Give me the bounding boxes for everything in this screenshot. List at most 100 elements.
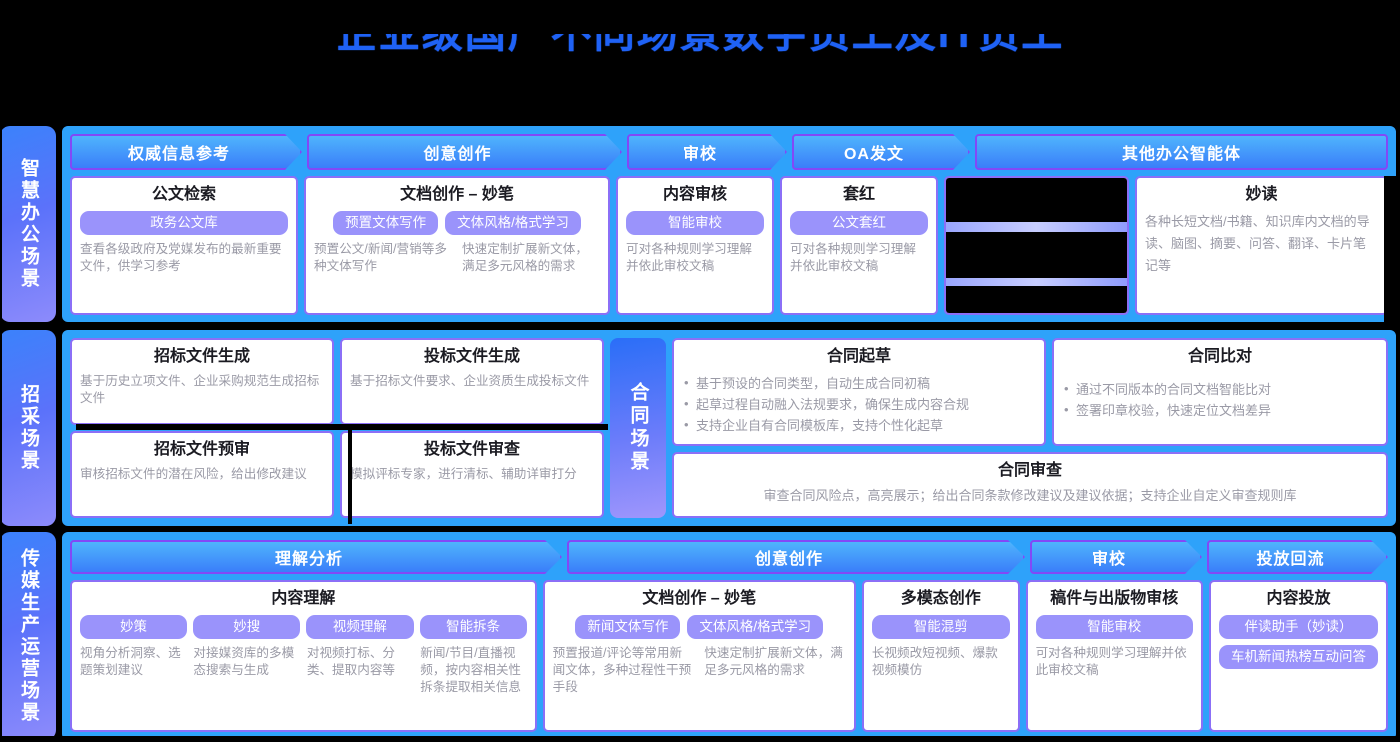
pill-preset-style-writing[interactable]: 预置文体写作 (333, 211, 439, 235)
card-pill-row: 新闻文体写作 文体风格/格式学习 (553, 615, 846, 639)
redaction-right-edge-office (1384, 176, 1396, 322)
sidebar-item-media[interactable]: 传媒生产运营场景 (0, 532, 56, 740)
card-contract-comparison[interactable]: 合同比对 通过不同版本的合同文档智能比对 签署印章校验，快速定位文档差异 (1051, 338, 1388, 446)
card-media-doc-creation-miaobi[interactable]: 文档创作 – 妙笔 新闻文体写作 文体风格/格式学习 预置报道/评论等常用新闻文… (542, 580, 856, 732)
redaction-gap-3 (56, 532, 62, 740)
card-title: 招标文件预审 (153, 441, 250, 458)
card-miaodu[interactable]: 妙读 各种长短文档/书籍、知识库内文档的导读、脑图、摘要、问答、翻译、卡片笔记等 (1135, 176, 1388, 315)
contract-card-group: 合同起草 基于预设的合同类型，自动生成合同初稿 起草过程自动融入法规要求，确保生… (672, 338, 1388, 518)
tab-distribution-feedback[interactable]: 投放回流 (1207, 540, 1388, 574)
redaction-bar-between-2-3 (0, 526, 1400, 532)
card-contract-review[interactable]: 合同审查 审查合同风险点，高亮展示；给出合同条款修改建议及建议依据；支持企业自定… (672, 452, 1388, 518)
card-title: 文档创作 – 妙笔 (400, 186, 514, 203)
card-description-columns: 预置公文/新闻/营销等多种文体写作 快速定制扩展新文体，满足多元风格的需求 (314, 241, 600, 275)
pill-smart-clipping[interactable]: 智能拆条 (419, 615, 527, 639)
subtitle-redaction-bottom (360, 76, 1040, 85)
redaction-divider-bidding (348, 428, 352, 524)
card-red-header-template[interactable]: 套红 公文套红 可对各种规则学习理解并依此审校文稿 (780, 176, 938, 315)
card-pill-row: 智能审校 (626, 211, 764, 235)
tab-label: 理解分析 (274, 551, 343, 568)
card-description: 审核招标文件的潜在风险，给出修改建议 (80, 467, 307, 481)
pill-video-understanding[interactable]: 视频理解 (306, 615, 414, 639)
card-title: 招标文件生成 (153, 348, 250, 365)
card-description: 视角分析洞察、选题策划建议 (80, 646, 181, 677)
pill-news-style-writing[interactable]: 新闻文体写作 (575, 615, 681, 639)
tab-label: 创意创作 (754, 551, 823, 568)
pill-smart-mixed-editing[interactable]: 智能混剪 (871, 615, 1010, 639)
sidebar-item-bidding[interactable]: 招采场景 (0, 330, 56, 526)
card-title: 套红 (842, 186, 875, 203)
tab-authoritative-info[interactable]: 权威信息参考 (70, 134, 302, 170)
card-description: 对视频打标、分类、提取内容等 (306, 646, 395, 677)
card-contract-drafting[interactable]: 合同起草 基于预设的合同类型，自动生成合同初稿 起草过程自动融入法规要求，确保生… (672, 338, 1046, 446)
card-pill-row: 智能混剪 (871, 615, 1010, 639)
tab-proofreading[interactable]: 审校 (627, 134, 787, 170)
tab-label: 其他办公智能体 (1121, 146, 1241, 163)
pill-miaosou[interactable]: 妙搜 (193, 615, 301, 639)
card-pill-row: 妙策 妙搜 视频理解 智能拆条 (79, 615, 527, 639)
redaction-streak (946, 278, 1127, 286)
section-office: 权威信息参考 创意创作 审校 OA发文 其他办公智能体 公文检索 政务公文库 (62, 126, 1396, 322)
redaction-divider-bidding-horizontal (76, 424, 608, 430)
pill-style-format-learning[interactable]: 文体风格/格式学习 (445, 211, 581, 235)
card-tender-doc-pre-review[interactable]: 招标文件预审 审核招标文件的潜在风险，给出修改建议 (70, 431, 334, 518)
card-description: 长视频改短视频、爆款视频模仿 (871, 646, 998, 677)
card-description: 对接媒资库的多模态搜索与生成 (193, 646, 295, 677)
card-title: 妙读 (1245, 186, 1278, 203)
section-bidding: 招标文件生成 基于历史立项文件、企业采购规范生成招标文件 投标文件生成 基于招标… (62, 330, 1396, 526)
card-bid-doc-examination[interactable]: 投标文件审查 模拟评标专家，进行清标、辅助详审打分 (340, 431, 604, 518)
tab-oa-dispatch[interactable]: OA发文 (792, 134, 970, 170)
pill-smart-proofreading[interactable]: 智能审校 (626, 211, 764, 235)
card-redacted[interactable] (944, 176, 1129, 315)
card-title: 投标文件审查 (423, 441, 520, 458)
tab-label: 投放回流 (1256, 551, 1325, 568)
pill-reading-assistant-miaodu[interactable]: 伴读助手（妙读） (1219, 615, 1378, 639)
redaction-bar-top (0, 0, 1400, 18)
card-content-review[interactable]: 内容审核 智能审校 可对各种规则学习理解并依此审校文稿 (616, 176, 774, 315)
card-bid-doc-generation[interactable]: 投标文件生成 基于招标文件要求、企业资质生成投标文件 (340, 338, 604, 425)
tab-creative-creation[interactable]: 创意创作 (567, 540, 1025, 574)
pill-smart-proofreading[interactable]: 智能审校 (1035, 615, 1193, 639)
bullet-item: 签署印章校验，快速定位文档差异 (1062, 399, 1378, 421)
card-description-columns: 预置报道/评论等常用新闻文体，多种过程性干预手段 快速定制扩展新文体，满足多元风… (553, 645, 846, 696)
card-manuscript-publication-review[interactable]: 稿件与出版物审核 智能审校 可对各种规则学习理解并依此审校文稿 (1025, 580, 1203, 732)
card-content-understanding[interactable]: 内容理解 妙策 妙搜 视频理解 智能拆条 视角分析洞察、选题策划建议 对接媒资库… (70, 580, 537, 732)
office-tab-bar: 权威信息参考 创意创作 审校 OA发文 其他办公智能体 (70, 134, 1388, 170)
vertical-label-contract-scenario: 合同场景 (610, 338, 666, 518)
pill-car-news-hotlist-qa[interactable]: 车机新闻热榜互动问答 (1219, 645, 1378, 669)
section-media: 理解分析 创意创作 审校 投放回流 内容理解 妙策 妙搜 视频理解 智能拆条 (62, 532, 1396, 740)
card-description: 可对各种规则学习理解并依此审校文稿 (790, 242, 916, 273)
card-tender-doc-generation[interactable]: 招标文件生成 基于历史立项文件、企业采购规范生成招标文件 (70, 338, 334, 425)
card-multimodal-creation[interactable]: 多模态创作 智能混剪 长视频改短视频、爆款视频模仿 (861, 580, 1020, 732)
media-card-row: 内容理解 妙策 妙搜 视频理解 智能拆条 视角分析洞察、选题策划建议 对接媒资库… (70, 580, 1388, 732)
sidebar-item-office[interactable]: 智慧办公场景 (0, 126, 56, 322)
card-description: 新闻/节目/直播视频，按内容相关性拆条提取相关信息 (420, 646, 522, 694)
card-pill-row: 预置文体写作 文体风格/格式学习 (314, 211, 600, 235)
tab-creative-writing[interactable]: 创意创作 (307, 134, 622, 170)
card-pill-row: 公文套红 (790, 211, 928, 235)
card-content-distribution[interactable]: 内容投放 伴读助手（妙读） 车机新闻热榜互动问答 (1209, 580, 1388, 732)
tab-media-proofreading[interactable]: 审校 (1030, 540, 1202, 574)
card-description: 预置公文/新闻/营销等多种文体写作 (314, 242, 447, 273)
redaction-bar-between-1-2 (0, 322, 1400, 330)
pill-official-red-header[interactable]: 公文套红 (790, 211, 928, 235)
pill-government-doc-library[interactable]: 政务公文库 (80, 211, 288, 235)
redaction-bar-left (0, 0, 2, 742)
card-description: 快速定制扩展新文体，满足多元风格的需求 (704, 646, 843, 677)
redaction-gap-1 (56, 126, 62, 322)
pill-miaoce[interactable]: 妙策 (79, 615, 188, 639)
vertical-label-text: 合同场景 (627, 382, 649, 474)
card-title: 合同起草 (826, 348, 891, 365)
tab-other-office-agents[interactable]: 其他办公智能体 (975, 134, 1388, 170)
card-doc-creation-miaobi[interactable]: 文档创作 – 妙笔 预置文体写作 文体风格/格式学习 预置公文/新闻/营销等多种… (304, 176, 610, 315)
card-title: 内容审核 (662, 186, 727, 203)
bullet-item: 支持企业自有合同模板库，支持个性化起草 (682, 414, 1036, 436)
tab-label: 审校 (1091, 551, 1126, 568)
card-title: 合同审查 (997, 462, 1062, 479)
card-document-search[interactable]: 公文检索 政务公文库 查看各级政府及党媒发布的最新重要文件，供学习参考 (70, 176, 298, 315)
card-pill-row: 伴读助手（妙读） (1219, 615, 1378, 639)
pill-style-format-learning[interactable]: 文体风格/格式学习 (687, 615, 824, 639)
tab-label: OA发文 (843, 146, 904, 163)
card-pill-row: 车机新闻热榜互动问答 (1219, 645, 1378, 669)
tab-understanding-analysis[interactable]: 理解分析 (70, 540, 562, 574)
